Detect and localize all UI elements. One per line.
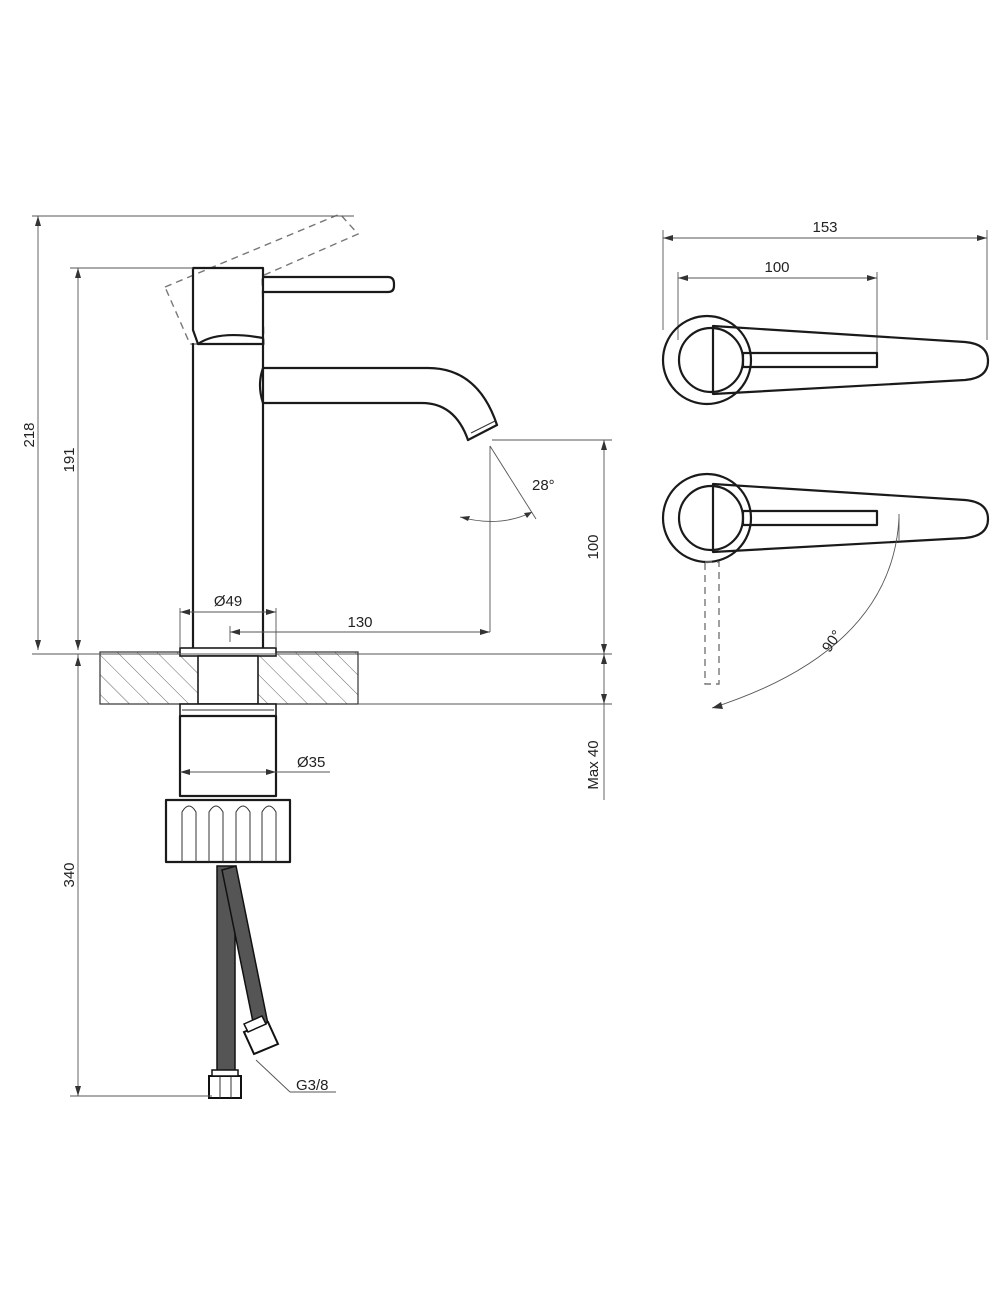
dim-spout-clearance: 100: [492, 439, 612, 654]
supply-hoses: [208, 865, 280, 1099]
overall-length-label: 153: [812, 219, 837, 236]
spout-angle: 28°: [459, 445, 555, 632]
top-view: 153 100 90°: [661, 219, 990, 709]
dim-body-height: 191: [61, 267, 193, 650]
dim-lever-length: 100: [677, 259, 878, 352]
handle: [191, 266, 396, 346]
dim-max-counter: Max 40: [585, 654, 607, 800]
thread-callout: G3/8: [255, 1059, 336, 1094]
rotation-label: 90°: [819, 627, 846, 655]
top-view-closed: [661, 314, 990, 406]
spout-reach-label: 130: [347, 614, 372, 631]
body-diameter-label: Ø49: [214, 593, 242, 610]
body-height-label: 191: [61, 447, 78, 472]
dim-spout-reach: 130: [229, 614, 490, 642]
dim-body-diameter: Ø49: [179, 593, 277, 648]
dim-overall-length: 153: [662, 219, 988, 340]
dim-total-height: 218: [21, 215, 354, 650]
total-height-label: 218: [21, 422, 38, 447]
dim-shank-diameter: Ø35: [180, 754, 330, 775]
countertop: [99, 647, 359, 717]
tap-body: [191, 342, 265, 650]
spout: [258, 366, 499, 442]
shank-diameter-label: Ø35: [297, 754, 325, 771]
side-view: 28°: [21, 213, 612, 1099]
lever-length-label: 100: [764, 259, 789, 276]
hose-length-label: 340: [61, 862, 78, 887]
spout-angle-label: 28°: [532, 477, 555, 494]
dim-hose-length: 340: [61, 654, 212, 1097]
top-view-rotated: 90°: [661, 472, 990, 709]
mounting-nut: [164, 714, 292, 864]
thread-label: G3/8: [296, 1077, 329, 1094]
spout-clearance-label: 100: [585, 534, 602, 559]
max-counter-label: Max 40: [585, 740, 602, 789]
